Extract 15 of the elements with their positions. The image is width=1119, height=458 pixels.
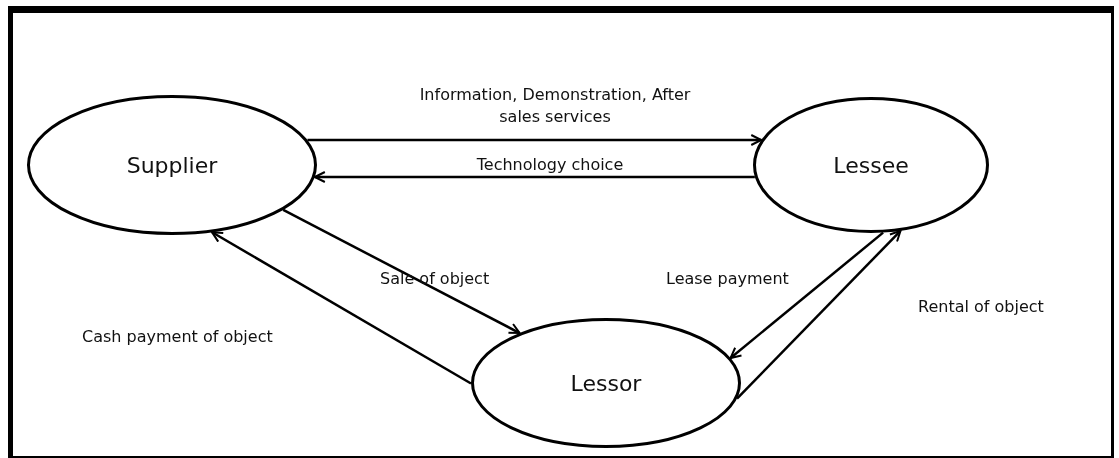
arrow [729, 231, 884, 359]
arrow [307, 134, 763, 146]
edge-label: Technology choice [475, 154, 625, 176]
edge-label: Cash payment of object [82, 326, 273, 348]
arrow [211, 231, 472, 385]
edge-label: Sale of object [380, 268, 490, 290]
party-label: Supplier [126, 152, 218, 178]
arrow [282, 208, 521, 335]
arrow [736, 229, 902, 400]
party-label: Lessee [833, 152, 909, 178]
edge-label: Rental of object [918, 296, 1044, 318]
edge-label: Information, Demonstration, After sales services [418, 84, 692, 128]
arrow [313, 171, 755, 183]
party-label: Lessor [570, 370, 642, 396]
edge-label: Lease payment [666, 268, 789, 290]
